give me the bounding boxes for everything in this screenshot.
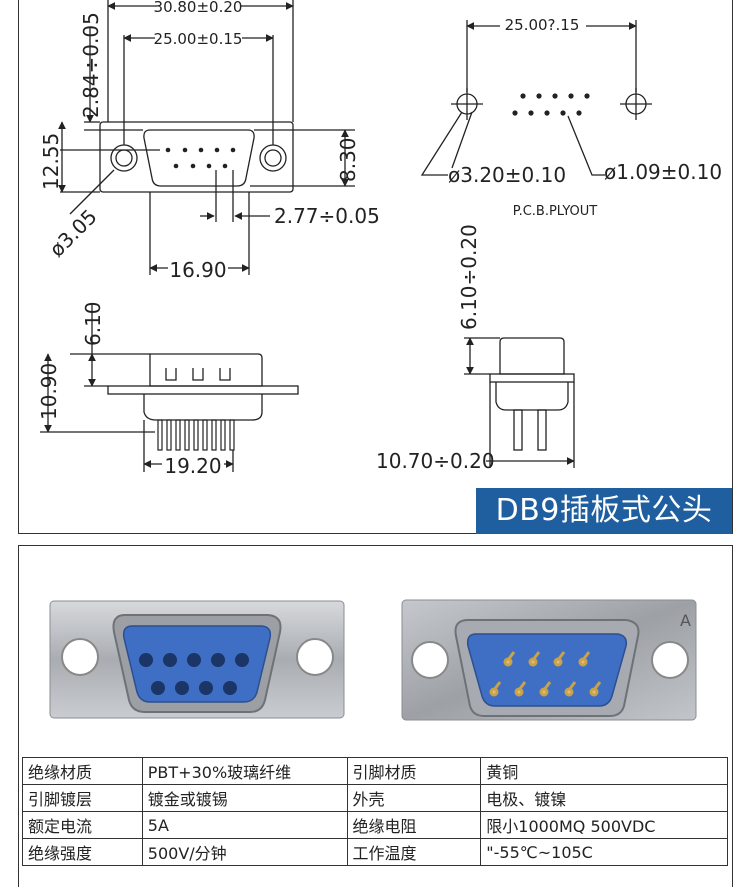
dim-end-width: 10.70÷0.20	[376, 449, 495, 473]
spec-label: 工作温度	[346, 838, 482, 866]
spec-label: 绝缘强度	[22, 838, 143, 866]
dim-flange-top: 2.84÷0.05	[79, 12, 103, 118]
spec-label: 额定电流	[22, 811, 143, 839]
spec-label: 引脚材质	[346, 757, 482, 785]
spec-value: 黄铜	[480, 757, 728, 785]
male-shell-label: A	[680, 611, 691, 630]
pcb-layout-label: P.C.B.PLYOUT	[513, 204, 598, 219]
dim-shell-height: 8.30	[336, 137, 360, 182]
dim-overall-width: 30.80±0.20	[154, 0, 243, 16]
spec-value: "-55℃~105C	[480, 838, 728, 866]
dim-pcb-span: 25.00?.15	[505, 16, 580, 34]
dim-side-total-height: 10.90	[37, 363, 61, 420]
drawing-panel	[18, 0, 733, 534]
side-view	[40, 305, 299, 472]
spec-value: 500V/分钟	[141, 838, 348, 866]
dim-pin-row-width: 19.20	[164, 454, 221, 478]
spec-label: 引脚镀层	[22, 784, 143, 812]
female-connector-photo	[49, 600, 345, 719]
spec-label: 绝缘电阻	[346, 811, 482, 839]
spec-row: 引脚镀层镀金或镀锡外壳电极、镀镍	[22, 784, 728, 812]
spec-value: 电极、镀镍	[480, 784, 728, 812]
spec-value: PBT+30%玻璃纤维	[141, 757, 348, 785]
dim-pcb-mount-hole: ø3.20±0.10	[448, 163, 566, 187]
spec-label: 绝缘材质	[22, 757, 143, 785]
spec-label: 外壳	[346, 784, 482, 812]
spec-value: 限小1000MQ 500VDC	[480, 811, 728, 839]
product-title: DB9插板式公头	[476, 488, 732, 534]
front-view	[58, 0, 355, 275]
spec-value: 5A	[141, 811, 348, 839]
dim-pin-span: 25.00±0.15	[154, 30, 243, 48]
end-view	[464, 337, 575, 468]
dim-pcb-pin-hole: ø1.09±0.10	[604, 160, 722, 184]
dim-shell-width: 16.90	[169, 258, 226, 282]
pcb-layout-view	[420, 20, 652, 176]
dim-pin-pitch: 2.77÷0.05	[274, 204, 380, 228]
male-connector-photo: A	[401, 599, 697, 721]
dim-end-height: 6.10÷0.20	[457, 224, 481, 330]
dim-flange-height: 12.55	[39, 133, 63, 190]
dim-mount-hole: ø3.05	[45, 204, 102, 261]
dim-side-height-top: 6.10	[81, 301, 105, 346]
spec-value: 镀金或镀锡	[141, 784, 348, 812]
